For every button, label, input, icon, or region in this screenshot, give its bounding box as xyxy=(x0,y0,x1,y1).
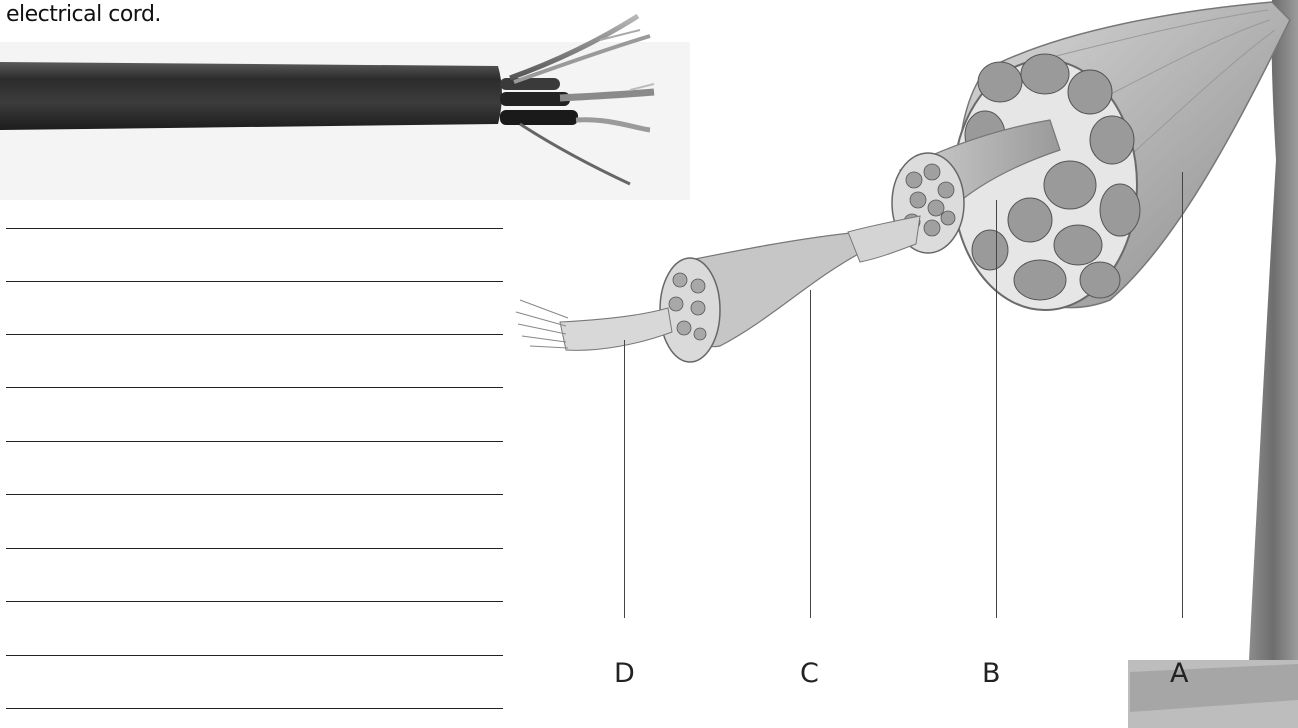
answer-line[interactable] xyxy=(6,601,503,602)
answer-line[interactable] xyxy=(6,387,503,388)
answer-line[interactable] xyxy=(6,548,503,549)
answer-lines xyxy=(0,0,510,728)
label-c: C xyxy=(800,658,819,689)
answer-line[interactable] xyxy=(6,334,503,335)
label-b: B xyxy=(982,658,1001,689)
answer-line[interactable] xyxy=(6,281,503,282)
answer-line[interactable] xyxy=(6,708,503,709)
answer-line[interactable] xyxy=(6,228,503,229)
leader-line-a xyxy=(1182,172,1183,618)
label-a: A xyxy=(1170,658,1188,689)
answer-line[interactable] xyxy=(6,494,503,495)
leader-line-c xyxy=(810,290,811,618)
label-d: D xyxy=(614,658,635,689)
leader-line-d xyxy=(624,340,625,618)
bone-shape xyxy=(1248,0,1298,680)
muscle-structure-diagram xyxy=(500,0,1298,728)
answer-line[interactable] xyxy=(6,655,503,656)
answer-line[interactable] xyxy=(6,441,503,442)
leader-line-b xyxy=(996,200,997,618)
